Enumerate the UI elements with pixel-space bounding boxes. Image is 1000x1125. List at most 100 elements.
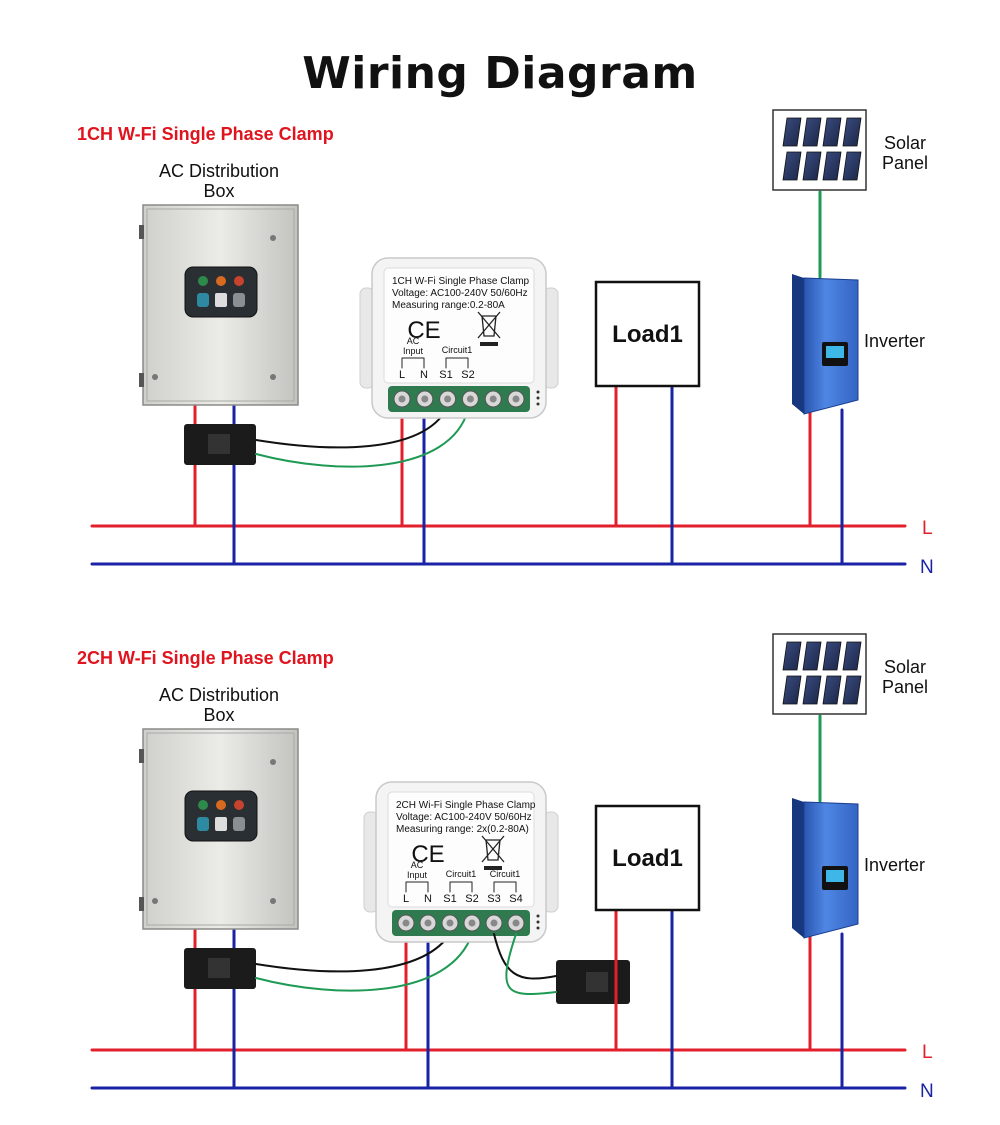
solar-cell (842, 675, 862, 705)
solar-cell (782, 151, 802, 181)
terminal-label: L (399, 369, 405, 381)
box-screw (270, 374, 276, 380)
solar-cell (842, 151, 862, 181)
box-door (146, 208, 295, 402)
device-led-dot (536, 926, 540, 930)
box-indicator-light (234, 276, 244, 286)
solar-cell (782, 641, 802, 671)
weee-bar-icon (480, 342, 498, 346)
weee-bin-icon (485, 839, 501, 861)
device-label-plate (383, 267, 535, 384)
box-button (197, 293, 209, 307)
box-switch (215, 293, 227, 307)
terminal-screw-head (421, 395, 429, 403)
box-hinge (139, 225, 144, 239)
solar-cell (822, 117, 842, 147)
box-screw (270, 235, 276, 241)
bus-label-l: L (922, 1042, 933, 1063)
inverter-label: Inverter (864, 855, 925, 875)
terminal-label: L (403, 893, 409, 905)
distribution-box-label: Box (203, 705, 234, 725)
bus-label-n: N (920, 557, 934, 578)
solar-cell (842, 641, 862, 671)
solar-panel-label: Solar (884, 657, 926, 677)
terminal-label: S1 (439, 369, 452, 381)
solar-cell (802, 675, 822, 705)
terminal-screw-head (402, 919, 410, 927)
weee-bin-icon (481, 315, 497, 337)
solar-cell (782, 117, 802, 147)
box-indicator-light (198, 800, 208, 810)
solar-cell (822, 675, 842, 705)
inverter-side (792, 274, 804, 414)
box-door (146, 732, 295, 926)
terminal-screw-head (466, 395, 474, 403)
solar-cell (802, 117, 822, 147)
terminal-screw-head (446, 919, 454, 927)
clamp2-signal-wire-green (505, 933, 557, 995)
bus-label-l: L (922, 518, 933, 539)
ce-mark: CE (407, 317, 440, 344)
box-button (233, 293, 245, 307)
terminal-screw-head (424, 919, 432, 927)
terminal-screw-head (468, 919, 476, 927)
weee-bar-icon (484, 866, 502, 870)
clamp-signal-wire-black (255, 933, 451, 973)
inverter-display (826, 870, 844, 882)
terminal-label: N (420, 369, 428, 381)
device-led-dot (536, 390, 540, 394)
solar-panel-label: Solar (884, 133, 926, 153)
load-label: Load1 (612, 845, 683, 872)
device-led-dot (536, 402, 540, 406)
box-switch (215, 817, 227, 831)
box-screw (270, 759, 276, 765)
ac-input-label: Input (403, 346, 424, 356)
terminal-screw-head (490, 919, 498, 927)
terminal-label: S2 (465, 893, 478, 905)
terminal-label: N (424, 893, 432, 905)
circuit-bracket (493, 881, 517, 893)
clamp-latch (208, 958, 230, 978)
box-screw (152, 374, 158, 380)
load-label: Load1 (612, 321, 683, 348)
box-screw (270, 898, 276, 904)
terminal-screw-head (444, 395, 452, 403)
ac-input-bracket (405, 881, 429, 893)
distribution-box-label: AC Distribution (159, 685, 279, 705)
terminal-screw-head (512, 395, 520, 403)
circuit-label: Circuit1 (446, 869, 477, 879)
weee-cross-icon (481, 835, 505, 863)
circuit-label: Circuit1 (442, 345, 473, 355)
box-hinge (139, 373, 144, 387)
solar-cell (822, 151, 842, 181)
ac-input-label: AC (407, 336, 420, 346)
box-panel (184, 266, 258, 318)
load-box (594, 280, 701, 388)
distribution-box-label: Box (203, 181, 234, 201)
clamp-signal-wire-black (255, 409, 447, 449)
ac-input-bracket (401, 357, 425, 369)
clamp-latch (586, 972, 608, 992)
device-led-dot (536, 396, 540, 400)
box-indicator-light (216, 276, 226, 286)
solar-panel-label: Panel (882, 153, 928, 173)
device-name-text: 1CH W-Fi Single Phase Clamp (392, 276, 530, 287)
clamp-latch (208, 434, 230, 454)
distribution-box-label: AC Distribution (159, 161, 279, 181)
box-hinge (139, 749, 144, 763)
device-led-dot (536, 914, 540, 918)
section-heading: 1CH W-Fi Single Phase Clamp (77, 124, 334, 144)
ac-input-label: AC (411, 860, 424, 870)
box-button (197, 817, 209, 831)
terminal-label: S1 (443, 893, 456, 905)
solar-panel-label: Panel (882, 677, 928, 697)
inverter-label: Inverter (864, 331, 925, 351)
device-name-text: 2CH Wi-Fi Single Phase Clamp (396, 800, 536, 811)
section-heading: 2CH W-Fi Single Phase Clamp (77, 648, 334, 668)
box-indicator-light (198, 276, 208, 286)
solar-cell (782, 675, 802, 705)
circuit-label: Circuit1 (490, 869, 521, 879)
bus-label-n: N (920, 1081, 934, 1102)
ce-mark: CE (411, 841, 444, 868)
